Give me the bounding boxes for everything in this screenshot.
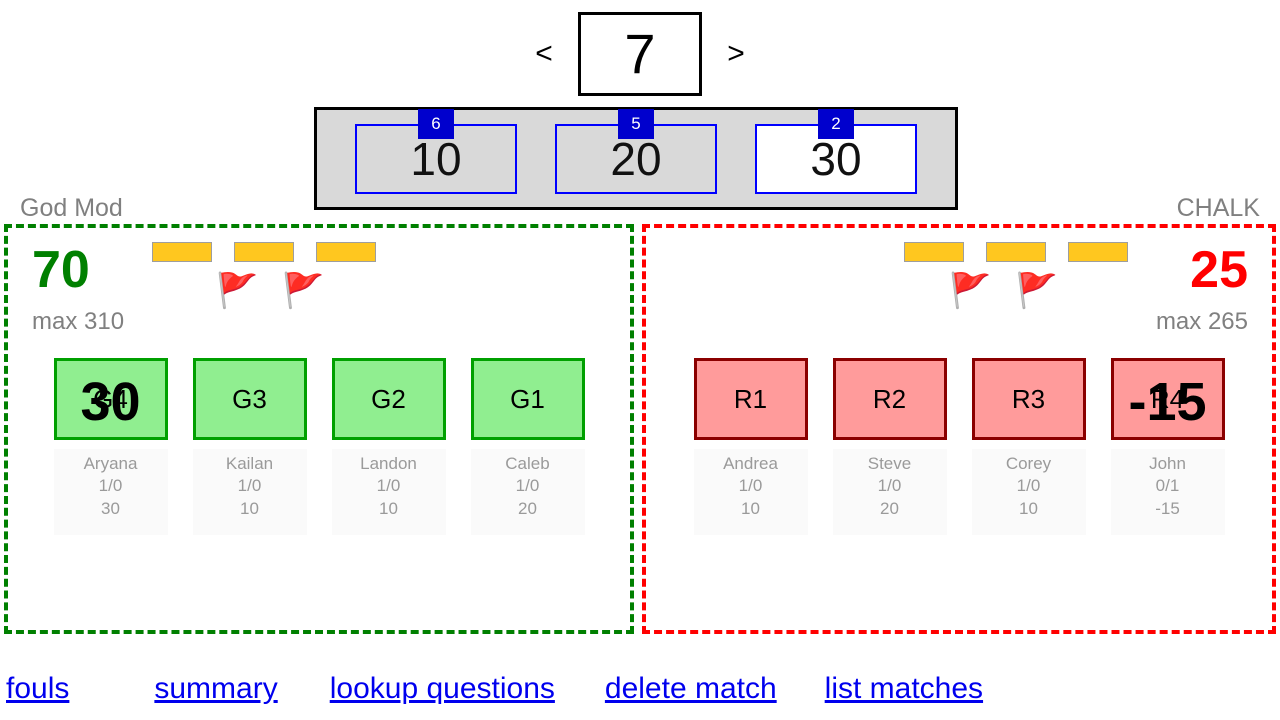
flag-icon[interactable]: 🚩	[1015, 272, 1058, 310]
player-name: John	[1149, 454, 1186, 473]
flag-icon[interactable]: 🚩	[949, 272, 992, 310]
player-card-R4[interactable]: R4 -15	[1110, 358, 1225, 440]
player-info: John 0/1 -15	[1110, 449, 1225, 535]
player-slot: G1 Caleb 1/0 20	[470, 358, 585, 535]
team-score-right: 25	[1190, 241, 1248, 299]
player-slot: R2 Steve 1/0 20	[832, 358, 947, 535]
player-name: Steve	[867, 454, 912, 473]
player-record: 1/0	[877, 476, 902, 496]
value-cell: 20 5	[555, 108, 717, 194]
player-points: 10	[1019, 498, 1038, 518]
player-points: 10	[741, 498, 760, 518]
player-slot: R3 Corey 1/0 10	[971, 358, 1086, 535]
player-name: Landon	[360, 454, 417, 473]
next-round-button[interactable]: >	[727, 37, 745, 70]
player-card-R2[interactable]: R2	[832, 358, 947, 440]
token-icon[interactable]	[316, 242, 376, 262]
flag-row-right: 🚩 🚩	[949, 274, 1058, 308]
player-slot-label: G4	[93, 383, 128, 414]
player-card-G3[interactable]: G3	[192, 358, 307, 440]
team-score-left: 70	[32, 241, 90, 299]
team-max-left: max 310	[32, 308, 125, 335]
player-slot: G3 Kailan 1/0 10	[192, 358, 307, 535]
player-points: 10	[379, 498, 398, 518]
player-info: Corey 1/0 10	[971, 449, 1086, 535]
question-value-toolbar: 10 6 20 5 30 2	[314, 107, 958, 210]
player-grid-right: R1 Andrea 1/0 10 R2 Steve 1/0 20	[646, 358, 1272, 535]
player-card-G2[interactable]: G2	[331, 358, 446, 440]
player-record: 1/0	[1016, 476, 1041, 496]
player-grid-left: G4 30 Aryana 1/0 30 G3 Kailan 1/0 10	[8, 358, 630, 535]
player-record: 1/0	[98, 476, 123, 496]
value-count-badge: 2	[818, 108, 854, 139]
player-card-R3[interactable]: R3	[971, 358, 1086, 440]
player-name: Andrea	[723, 454, 778, 473]
previous-round-button[interactable]: <	[535, 37, 553, 70]
player-info: Aryana 1/0 30	[53, 449, 168, 535]
player-slot-label: G1	[510, 383, 545, 414]
player-info: Kailan 1/0 10	[192, 449, 307, 535]
player-points: 20	[880, 498, 899, 518]
player-info: Landon 1/0 10	[331, 449, 446, 535]
flag-row-left: 🚩 🚩	[216, 274, 325, 308]
flag-icon[interactable]: 🚩	[282, 272, 325, 310]
player-record: 1/0	[237, 476, 262, 496]
token-icon[interactable]	[1068, 242, 1128, 262]
token-icon[interactable]	[234, 242, 294, 262]
player-slot-label: R1	[733, 383, 768, 414]
player-slot: G2 Landon 1/0 10	[331, 358, 446, 535]
player-record: 1/0	[515, 476, 540, 496]
player-points: 30	[101, 498, 120, 518]
player-slot: G4 30 Aryana 1/0 30	[53, 358, 168, 535]
footer-links: fouls summary lookup questions delete ma…	[0, 672, 1280, 706]
team-max-right: max 265	[1155, 308, 1248, 335]
team-panel-right: 25 max 265 🚩 🚩 R1 Andrea 1/0 10	[642, 224, 1276, 634]
player-card-R1[interactable]: R1	[693, 358, 808, 440]
player-info: Andrea 1/0 10	[693, 449, 808, 535]
team-name-left: God Mod	[20, 194, 123, 222]
player-slot-label: R3	[1011, 383, 1046, 414]
player-name: Aryana	[83, 454, 138, 473]
player-slot: R1 Andrea 1/0 10	[693, 358, 808, 535]
player-name: Kailan	[225, 454, 274, 473]
player-card-G4[interactable]: G4 30	[53, 358, 168, 440]
player-points: 10	[240, 498, 259, 518]
link-list-matches[interactable]: list matches	[824, 672, 984, 705]
player-info: Caleb 1/0 20	[470, 449, 585, 535]
player-record: 1/0	[738, 476, 763, 496]
player-name: Caleb	[505, 454, 550, 473]
player-slot-label: G3	[232, 383, 267, 414]
value-count-badge: 6	[418, 108, 454, 139]
token-row-right	[904, 242, 1128, 262]
player-points: 20	[518, 498, 537, 518]
player-slot-label: R2	[872, 383, 907, 414]
token-icon[interactable]	[904, 242, 964, 262]
round-stepper: < 7 >	[0, 12, 1280, 96]
player-points: -15	[1155, 498, 1180, 518]
link-lookup-questions[interactable]: lookup questions	[329, 672, 555, 705]
player-record: 0/1	[1155, 476, 1180, 496]
player-slot-label: G2	[371, 383, 406, 414]
player-slot: R4 -15 John 0/1 -15	[1110, 358, 1225, 535]
value-cell: 30 2	[755, 108, 917, 194]
value-count-badge: 5	[618, 108, 654, 139]
team-panel-left: 70 max 310 🚩 🚩 G4 30 Aryana 1/0 30	[4, 224, 634, 634]
player-card-G1[interactable]: G1	[470, 358, 585, 440]
player-name: Corey	[1005, 454, 1052, 473]
team-name-right: CHALK	[1176, 194, 1260, 222]
token-row-left	[152, 242, 376, 262]
token-icon[interactable]	[986, 242, 1046, 262]
player-info: Steve 1/0 20	[832, 449, 947, 535]
player-slot-label: R4	[1150, 383, 1185, 414]
current-round-display[interactable]: 7	[578, 12, 702, 96]
player-record: 1/0	[376, 476, 401, 496]
flag-icon[interactable]: 🚩	[216, 272, 259, 310]
link-fouls[interactable]: fouls	[6, 672, 70, 705]
token-icon[interactable]	[152, 242, 212, 262]
link-summary[interactable]: summary	[154, 672, 278, 705]
value-cell: 10 6	[355, 108, 517, 194]
link-delete-match[interactable]: delete match	[604, 672, 777, 705]
